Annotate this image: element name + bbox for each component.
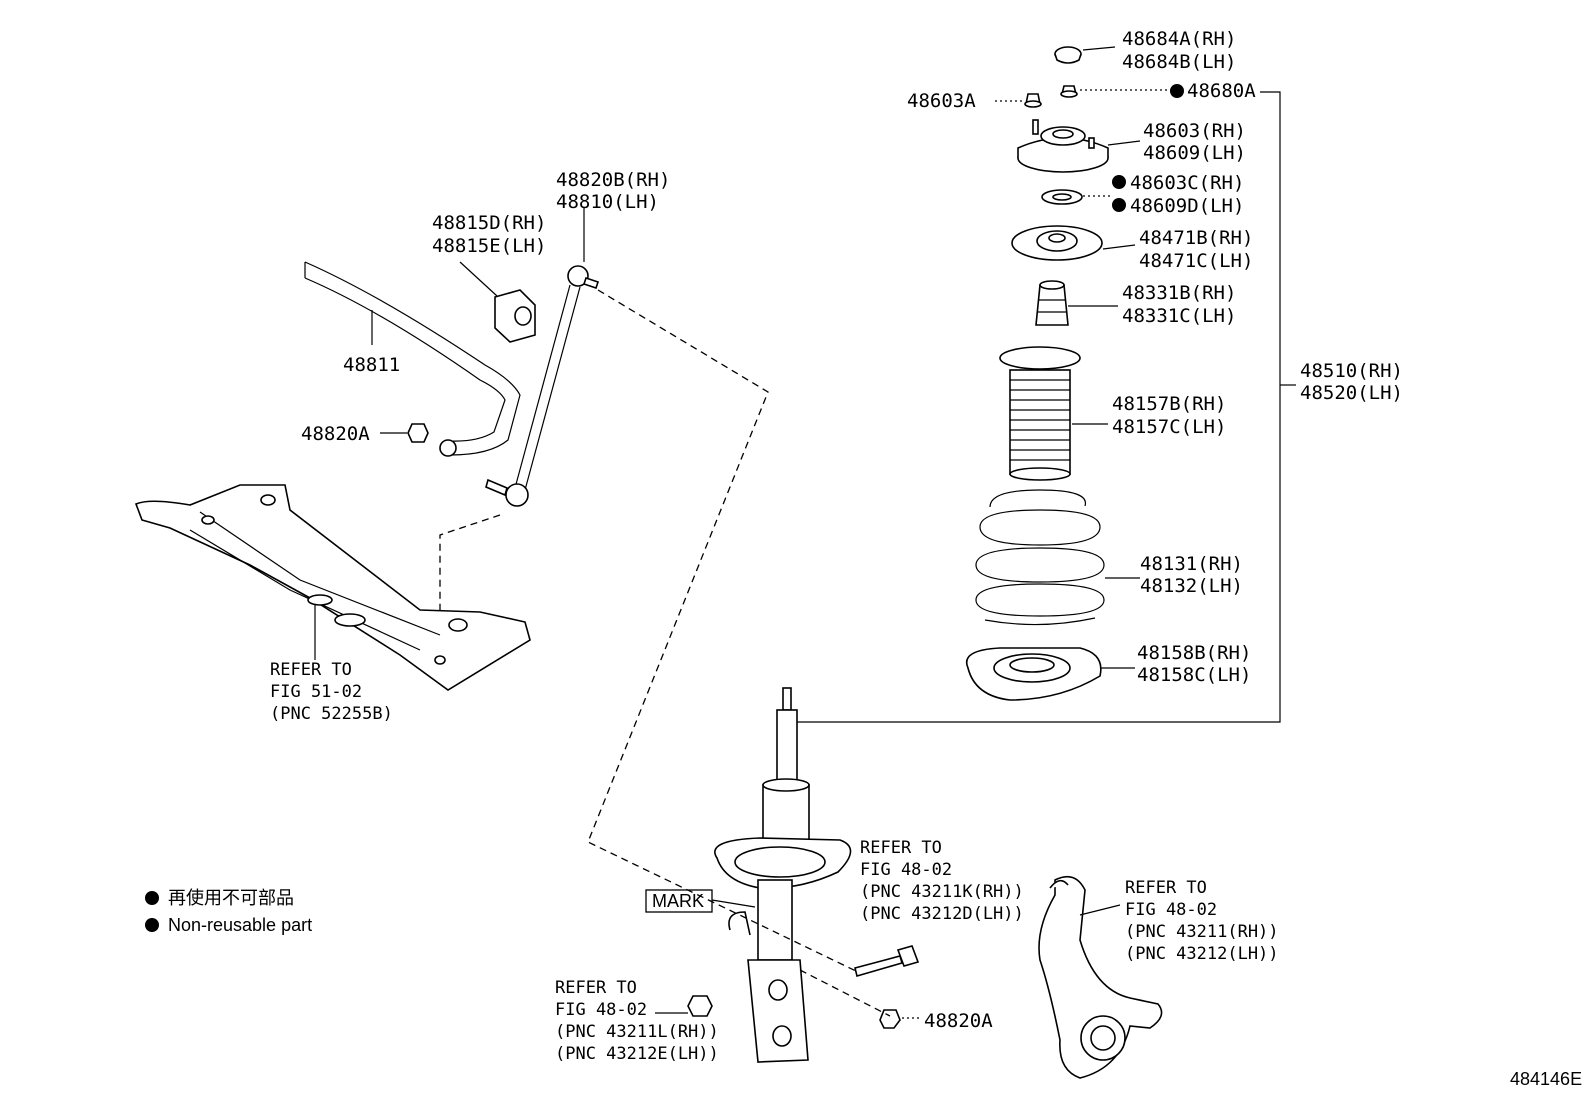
refer-line: (PNC 52255B)	[270, 704, 393, 724]
refer-line: REFER TO	[270, 660, 352, 680]
legend-bullet	[145, 918, 159, 932]
dust-cap-part	[1054, 46, 1116, 64]
label-48680a: 48680A	[1187, 80, 1256, 102]
label-48157b: 48157B(RH)	[1112, 393, 1226, 415]
refer-knuckle: REFER TO FIG 48-02 (PNC 43211(RH)) (PNC …	[1125, 878, 1279, 964]
label-48603: 48603(RH)	[1143, 120, 1246, 142]
label-48820a-bottom: 48820A	[924, 1010, 993, 1032]
refer-line: (PNC 43212(LH))	[1125, 944, 1279, 964]
washer-part	[1041, 175, 1126, 212]
label-48131: 48131(RH)	[1140, 553, 1243, 575]
label-48158c: 48158C(LH)	[1137, 664, 1251, 686]
label-48820a-top: 48820A	[301, 423, 370, 445]
nut-48820a-bottom-part	[879, 1009, 920, 1029]
label-48157c: 48157C(LH)	[1112, 416, 1226, 438]
nut-48680a-part	[1060, 84, 1184, 98]
label-48331c: 48331C(LH)	[1122, 305, 1236, 327]
label-48684b: 48684B(LH)	[1122, 51, 1236, 73]
part-labels: 48684A(RH) 48684B(LH) 48603A 48680A 4860…	[301, 28, 1403, 1032]
label-48471c: 48471C(LH)	[1139, 250, 1253, 272]
mark-callout: MARK	[645, 889, 756, 913]
refer-crossmember: REFER TO FIG 51-02 (PNC 52255B)	[270, 660, 393, 724]
label-48471b: 48471B(RH)	[1139, 227, 1253, 249]
refer-line: FIG 51-02	[270, 682, 362, 702]
crossmember-part	[134, 484, 531, 691]
refer-strut-top: REFER TO FIG 48-02 (PNC 43211K(RH)) (PNC…	[860, 838, 1024, 924]
label-48609d: 48609D(LH)	[1130, 195, 1244, 217]
connection-lines	[439, 289, 891, 1017]
label-48510: 48510(RH)	[1300, 360, 1403, 382]
lower-insulator-part	[965, 647, 1135, 701]
label-48331b: 48331B(RH)	[1122, 282, 1236, 304]
refer-line: (PNC 43211L(RH))	[555, 1022, 719, 1042]
non-reusable-marker	[1170, 84, 1184, 98]
refer-line: FIG 48-02	[860, 860, 952, 880]
label-48603a: 48603A	[907, 90, 976, 112]
label-48815d: 48815D(RH)	[432, 212, 546, 234]
figure-id: 484146E	[1510, 1069, 1582, 1089]
refer-line: FIG 48-02	[555, 1000, 647, 1020]
mark-label: MARK	[652, 891, 704, 911]
label-48684a: 48684A(RH)	[1122, 28, 1236, 50]
legend-english: Non-reusable part	[168, 915, 312, 935]
bump-stopper-part	[1035, 280, 1118, 326]
label-48158b: 48158B(RH)	[1137, 642, 1251, 664]
label-48609: 48609(LH)	[1143, 142, 1246, 164]
refer-line: REFER TO	[555, 978, 637, 998]
non-reusable-marker	[1112, 175, 1126, 189]
refer-line: (PNC 43212E(LH))	[555, 1044, 719, 1064]
spring-seat-part	[1011, 225, 1136, 261]
label-48815e: 48815E(LH)	[432, 235, 546, 257]
stabilizer-link-part	[485, 208, 600, 507]
assembly-bracket	[785, 91, 1296, 723]
non-reusable-marker	[1112, 198, 1126, 212]
label-48132: 48132(LH)	[1140, 575, 1243, 597]
nut-48603a-part	[995, 93, 1042, 108]
label-48520: 48520(LH)	[1300, 382, 1403, 404]
refer-line: REFER TO	[1125, 878, 1207, 898]
refer-line: REFER TO	[860, 838, 942, 858]
label-48811: 48811	[343, 354, 400, 376]
refer-line: FIG 48-02	[1125, 900, 1217, 920]
upper-support-part	[1017, 119, 1141, 173]
refer-line: (PNC 43211K(RH))	[860, 882, 1024, 902]
coil-spring-part	[975, 489, 1140, 626]
bushing-part	[459, 261, 536, 343]
legend: 再使用不可部品 Non-reusable part	[145, 888, 312, 935]
shock-absorber-part	[714, 687, 852, 1063]
steering-knuckle-part	[1038, 875, 1163, 1079]
refer-strut-bottom: REFER TO FIG 48-02 (PNC 43211L(RH)) (PNC…	[555, 978, 719, 1064]
strut-nut-part	[655, 995, 713, 1017]
refer-line: (PNC 43211(RH))	[1125, 922, 1279, 942]
label-48810: 48810(LH)	[556, 191, 659, 213]
stabilizer-bar-part	[304, 261, 521, 457]
nut-48820a-top-part	[380, 423, 429, 443]
legend-bullet	[145, 891, 159, 905]
knuckle-bolt-part	[854, 945, 920, 977]
dust-boot-part	[999, 346, 1108, 481]
label-48820b: 48820B(RH)	[556, 169, 670, 191]
legend-japanese: 再使用不可部品	[168, 888, 294, 908]
label-48603c: 48603C(RH)	[1130, 172, 1244, 194]
refer-line: (PNC 43212D(LH))	[860, 904, 1024, 924]
